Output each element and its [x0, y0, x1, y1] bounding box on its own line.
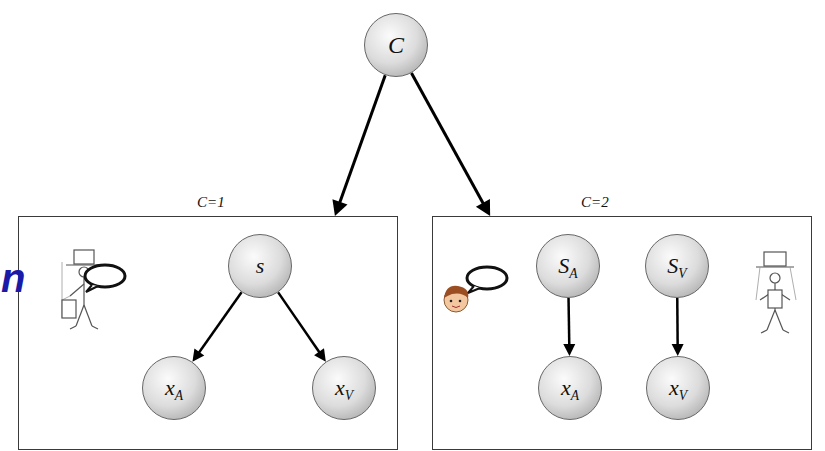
speech-bubble [85, 265, 125, 292]
subscript: V [679, 388, 687, 403]
puppet-illustration [62, 250, 102, 329]
arrow-connector [278, 292, 326, 361]
variable-circle: s [228, 234, 292, 298]
variable-name: xV [669, 377, 687, 399]
case-heading: C=1 [197, 195, 225, 210]
subscript: A [571, 388, 579, 403]
variable-circle: SA [536, 234, 600, 298]
variable-circle: xA [538, 356, 602, 420]
fragment-label: n [1, 258, 25, 298]
variable-circle: xV [312, 356, 376, 420]
arrowhead [476, 199, 490, 216]
connector-line [278, 292, 320, 353]
arrowhead [563, 344, 575, 356]
case-heading: C=2 [581, 195, 609, 210]
arrowhead [332, 199, 347, 216]
case-box: C=1sxAxV [18, 216, 398, 450]
variable-circle: SV [645, 234, 709, 298]
girl-illustration [444, 286, 468, 312]
arrow-connector [192, 292, 241, 362]
connector-line [339, 75, 385, 205]
connector-line [198, 292, 242, 354]
arrow-connector [411, 73, 490, 216]
subscript: V [345, 388, 353, 403]
connector-line [676, 298, 679, 346]
variable-name: C [388, 33, 404, 57]
variable-circle: xA [142, 356, 206, 420]
variable-name: s [256, 255, 265, 277]
arrow-connector [563, 298, 575, 356]
case-box: C=2SASVxAxV [432, 216, 812, 450]
speech-bubble [467, 267, 507, 293]
subscript: A [175, 388, 183, 403]
arrowhead [672, 344, 684, 356]
puppet-illustration [756, 252, 796, 333]
connector-line [567, 298, 570, 346]
variable-circle: C [364, 13, 428, 77]
arrow-connector [672, 298, 684, 356]
subscript: V [678, 266, 686, 281]
connector-line [411, 73, 484, 205]
arrowhead [314, 348, 326, 361]
variable-circle: xV [646, 356, 710, 420]
variable-name: SV [667, 255, 686, 277]
variable-name: xA [561, 377, 579, 399]
arrowhead [192, 349, 204, 362]
variable-name: xA [165, 377, 183, 399]
arrow-connector [332, 75, 385, 216]
variable-name: xV [335, 377, 353, 399]
subscript: A [569, 266, 577, 281]
variable-name: SA [558, 255, 577, 277]
